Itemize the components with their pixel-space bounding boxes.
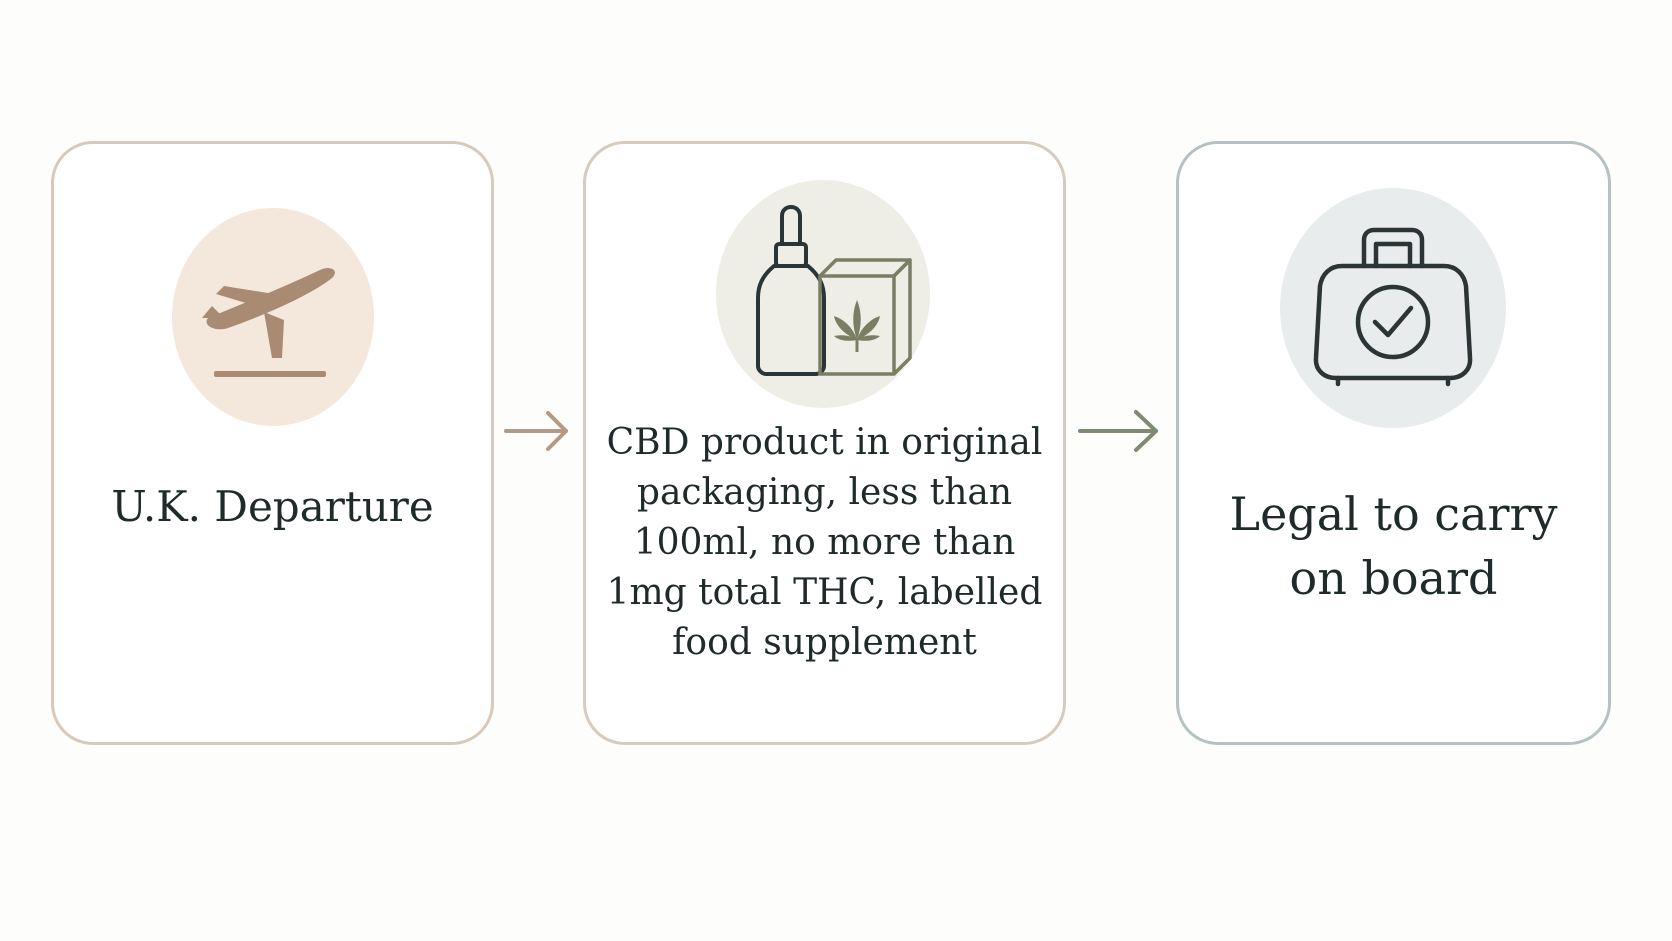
bag-checkmark-icon bbox=[1280, 188, 1506, 428]
arrow-right-icon bbox=[504, 411, 568, 451]
step-label-legal-carry: Legal to carry on board bbox=[1229, 487, 1558, 605]
step-card-departure: U.K. Departure bbox=[51, 141, 494, 745]
arrow-right-icon bbox=[1078, 410, 1158, 452]
step-label-cbd-requirements: CBD product in original packaging, less … bbox=[606, 422, 1043, 663]
step-card-legal-carry: Legal to carry on board bbox=[1176, 141, 1611, 745]
step-card-cbd-requirements: CBD product in original packaging, less … bbox=[583, 141, 1066, 745]
airplane-takeoff-icon bbox=[172, 208, 374, 426]
cbd-bottle-box-icon bbox=[716, 180, 930, 408]
step-label-departure: U.K. Departure bbox=[111, 482, 434, 531]
